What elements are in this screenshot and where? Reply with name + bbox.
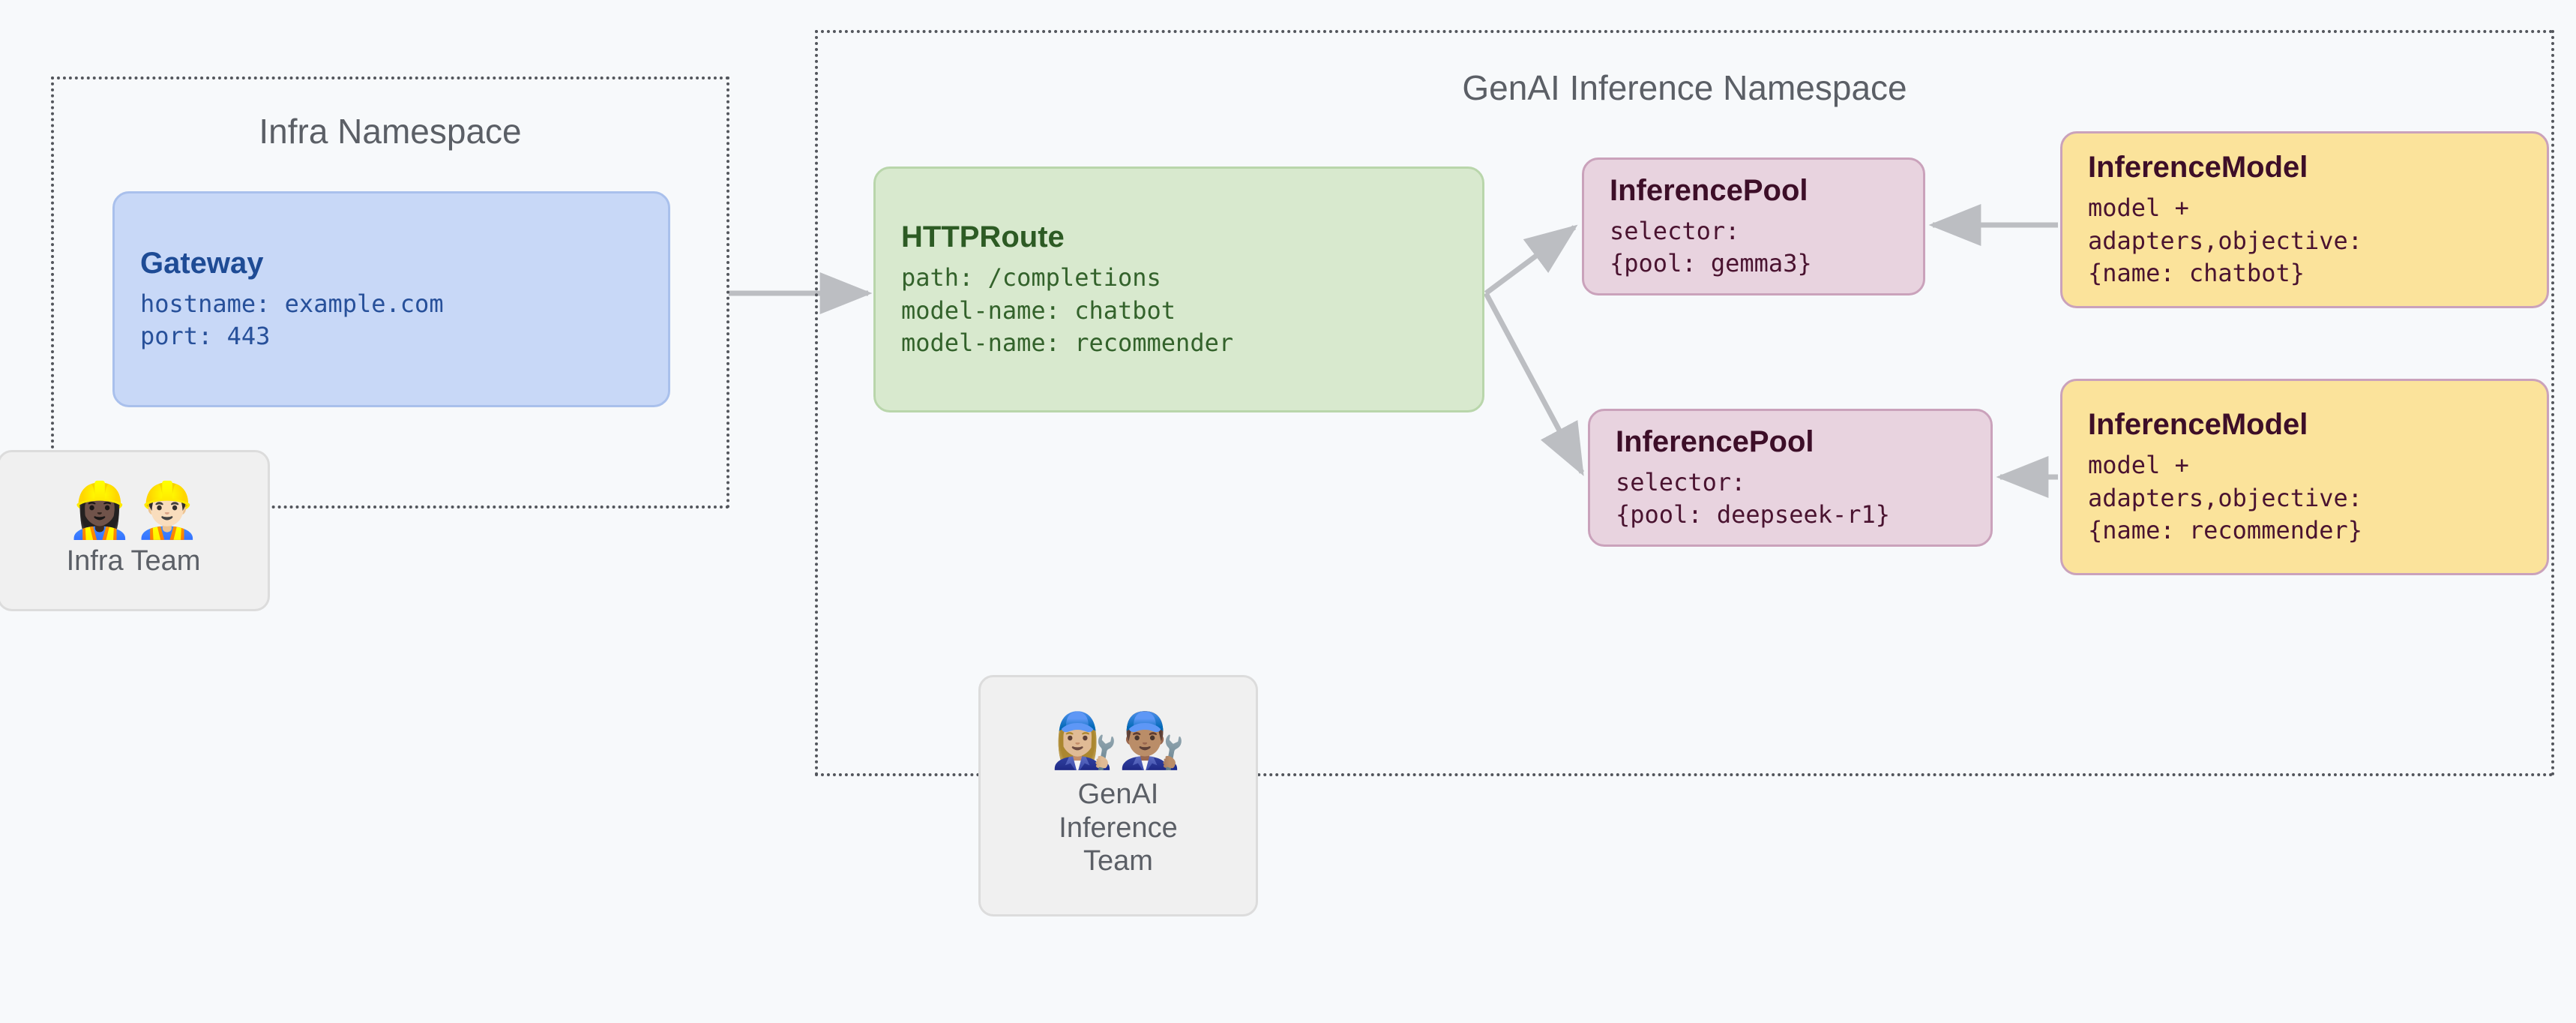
inferencepool-deepseek-r1-kind-label: InferencePool <box>1616 425 1814 459</box>
inferencemodel-chatbot-kind-label: InferenceModel <box>2088 151 2308 184</box>
genai-inference-namespace-container: GenAI Inference Namespace <box>815 30 2554 776</box>
infra-namespace-title: Infra Namespace <box>259 112 522 151</box>
inferencepool-deepseek-r1-selector-value-line: {pool: deepseek-r1} <box>1616 500 1891 530</box>
genai-inference-team-label: GenAI Inference Team <box>1059 778 1178 878</box>
inferencepool-gemma3-selector-value-line: {pool: gemma3} <box>1610 249 1812 278</box>
mechanic-icons: 👩🏼‍🔧👨🏽‍🔧 <box>1050 708 1186 772</box>
inferencemodel-chatbot-model-line: model + <box>2088 194 2189 223</box>
httproute-model-name-recommender-line: model-name: recommender <box>901 328 1234 358</box>
inferencemodel-recommender-adapters-line: adapters,objective: <box>2088 483 2363 512</box>
inferencemodel-recommender-model-line: model + <box>2088 451 2189 480</box>
gateway-port-line: port: 443 <box>140 322 271 351</box>
infra-namespace-container: Infra Namespace <box>51 76 729 508</box>
inferencepool-gemma3-box[interactable]: InferencePool selector: {pool: gemma3} <box>1582 158 1925 296</box>
gateway-kind-label: Gateway <box>140 247 264 280</box>
gateway-resource-box[interactable]: Gateway hostname: example.com port: 443 <box>112 191 670 407</box>
genai-inference-team-card[interactable]: 👩🏼‍🔧👨🏽‍🔧 GenAI Inference Team <box>978 675 1258 916</box>
inferencepool-gemma3-selector-line: selector: <box>1610 216 1740 245</box>
infra-team-card[interactable]: 👷🏿‍♀️👷🏻‍♂️ Infra Team <box>0 450 270 611</box>
inferencemodel-recommender-name-line: {name: recommender} <box>2088 516 2363 545</box>
httproute-path-line: path: /completions <box>901 263 1161 292</box>
inferencemodel-chatbot-adapters-line: adapters,objective: <box>2088 226 2363 255</box>
construction-worker-icons: 👷🏿‍♀️👷🏻‍♂️ <box>66 478 201 542</box>
inferencemodel-chatbot-box[interactable]: InferenceModel model + adapters,objectiv… <box>2060 131 2549 308</box>
httproute-kind-label: HTTPRoute <box>901 220 1065 254</box>
genai-inference-namespace-title: GenAI Inference Namespace <box>1462 68 1907 107</box>
infra-team-label: Infra Team <box>66 545 201 578</box>
inferencepool-deepseek-r1-selector-line: selector: <box>1616 467 1746 496</box>
inferencemodel-chatbot-name-line: {name: chatbot} <box>2088 259 2305 288</box>
inferencepool-deepseek-r1-box[interactable]: InferencePool selector: {pool: deepseek-… <box>1588 409 1993 547</box>
httproute-resource-box[interactable]: HTTPRoute path: /completions model-name:… <box>873 166 1484 412</box>
gateway-hostname-line: hostname: example.com <box>140 289 444 318</box>
httproute-model-name-chatbot-line: model-name: chatbot <box>901 296 1176 325</box>
inferencemodel-recommender-box[interactable]: InferenceModel model + adapters,objectiv… <box>2060 379 2549 575</box>
inferencepool-gemma3-kind-label: InferencePool <box>1610 174 1808 208</box>
inferencemodel-recommender-kind-label: InferenceModel <box>2088 408 2308 442</box>
